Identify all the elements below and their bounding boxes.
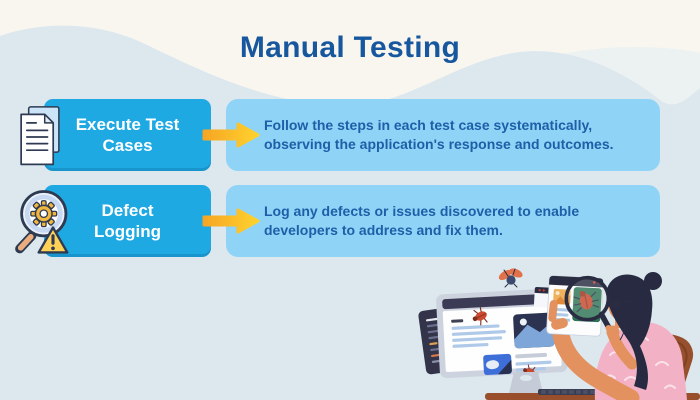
gear-icon <box>30 200 58 228</box>
magnifier-warning-icon <box>15 190 69 254</box>
monitor <box>436 288 568 379</box>
documents-icon <box>20 106 60 166</box>
warning-triangle-icon <box>37 226 69 254</box>
arrow-icon <box>202 208 260 234</box>
flying-bug-icon <box>498 268 523 288</box>
earphone-wire <box>619 317 626 341</box>
image-placeholder <box>513 312 555 349</box>
arm <box>551 315 640 400</box>
magnifier-rim <box>564 275 611 322</box>
description-defect-logging: Log any defects or issues discovered to … <box>226 185 660 257</box>
glasses-icon <box>607 300 620 307</box>
arrow-icon <box>202 122 260 148</box>
image-placeholder <box>483 353 512 375</box>
magnified-bug-icon <box>573 290 600 313</box>
woman <box>551 272 687 400</box>
fingers <box>551 318 568 330</box>
step-box-defect-logging: Defect Logging <box>44 185 211 257</box>
bug-testing-illustration <box>418 268 700 400</box>
description-text: Follow the steps in each test case syste… <box>264 117 614 152</box>
keyboard <box>538 389 598 395</box>
description-text: Log any defects or issues discovered to … <box>264 203 580 238</box>
step-box-execute-test-cases: Execute Test Cases <box>44 99 211 171</box>
thumb <box>548 300 558 322</box>
bug-icon <box>472 306 488 326</box>
page-title: Manual Testing <box>239 31 461 64</box>
description-execute-test-cases: Follow the steps in each test case syste… <box>226 99 660 171</box>
monitor-stand <box>509 372 543 393</box>
hair-bun <box>644 272 662 290</box>
